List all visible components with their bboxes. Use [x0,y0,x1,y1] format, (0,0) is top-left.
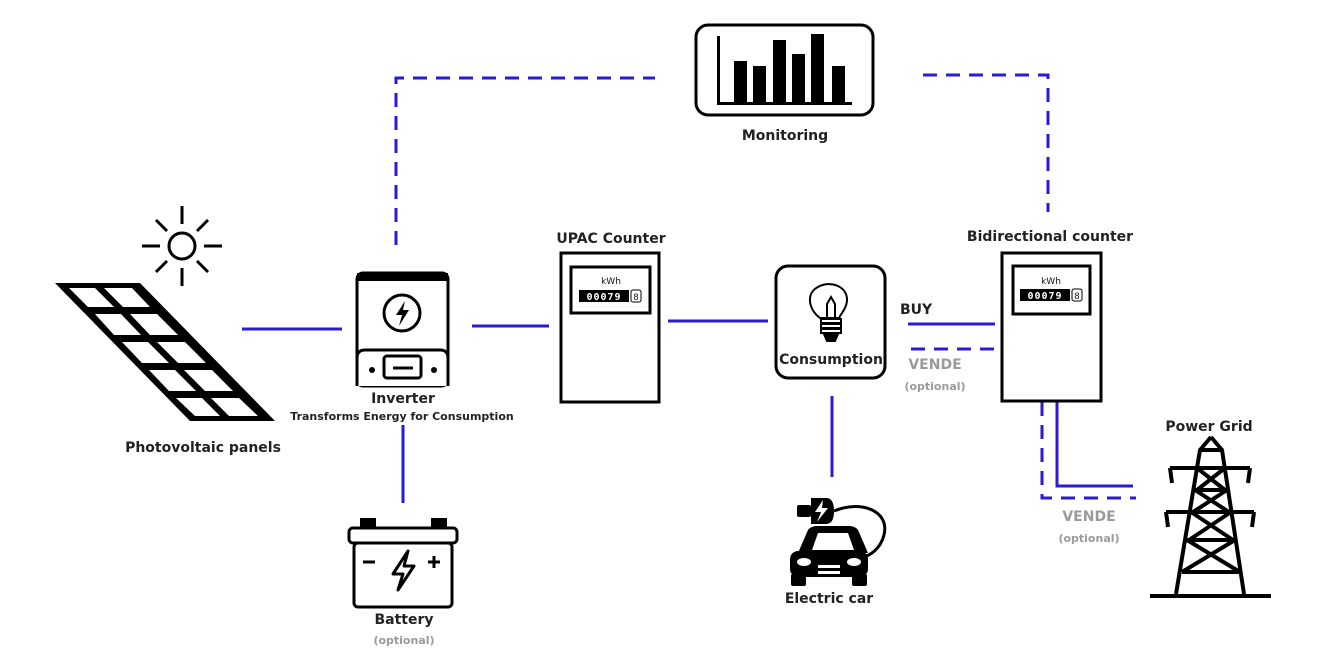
monitoring-node: Monitoring [694,23,875,144]
battery-node: Battery (optional) [347,518,459,647]
bidirectional-node: Bidirectional counter kWh 00079 8 [967,229,1133,403]
grid-node: Power Grid [1150,419,1271,598]
power-tower-icon [1150,435,1271,598]
battery-icon [347,518,459,609]
bar-chart-icon [694,23,875,117]
bidirectional-label: Bidirectional counter [967,229,1133,245]
panels-node: Photovoltaic panels [55,283,281,456]
light-bulb-icon [809,283,849,342]
monitoring-label: Monitoring [742,128,828,144]
inverter-label: Inverter [371,391,435,407]
meter-icon: kWh 00079 8 [1000,251,1103,403]
monitoring-bidirectional-link [923,73,1050,212]
connections [242,73,1136,503]
inverter-monitoring-link [394,76,655,245]
consumption-label: Consumption [779,352,883,368]
upac-node: UPAC Counter kWh 00079 8 [556,231,666,404]
panels-label: Photovoltaic panels [125,440,281,456]
bidirectional-unit: kWh [1041,277,1061,287]
solar-panel-icon [55,283,275,421]
buy-label: BUY [900,302,933,318]
sell-grid-link [1040,402,1136,500]
consumption-node: Consumption [774,264,887,380]
inverter-node: Inverter Transforms Energy for Consumpti… [290,271,514,423]
car-label: Electric car [785,591,873,607]
bidirectional-digits: 00079 [1027,291,1062,302]
bidirectional-last-digit: 8 [1074,292,1079,302]
sell-grid-optional: (optional) [1058,532,1119,545]
battery-optional: (optional) [373,634,434,647]
battery-label: Battery [374,612,433,628]
bidirectional-grid-link [1055,400,1133,488]
upac-label: UPAC Counter [556,231,665,247]
upac-digits: 00079 [586,292,621,303]
upac-last-digit: 8 [633,293,638,303]
upac-unit: kWh [601,277,621,287]
sell-consumption-label: VENDE [908,357,961,373]
sell-consumption-optional: (optional) [904,380,965,393]
car-node: Electric car [785,498,887,607]
electric-car-icon [790,498,887,586]
inverter-icon [355,271,450,388]
meter-icon: kWh 00079 8 [559,251,661,404]
sun-icon [142,206,222,286]
sell-grid-label: VENDE [1062,509,1115,525]
grid-label: Power Grid [1165,419,1252,435]
inverter-sublabel: Transforms Energy for Consumption [290,410,513,423]
